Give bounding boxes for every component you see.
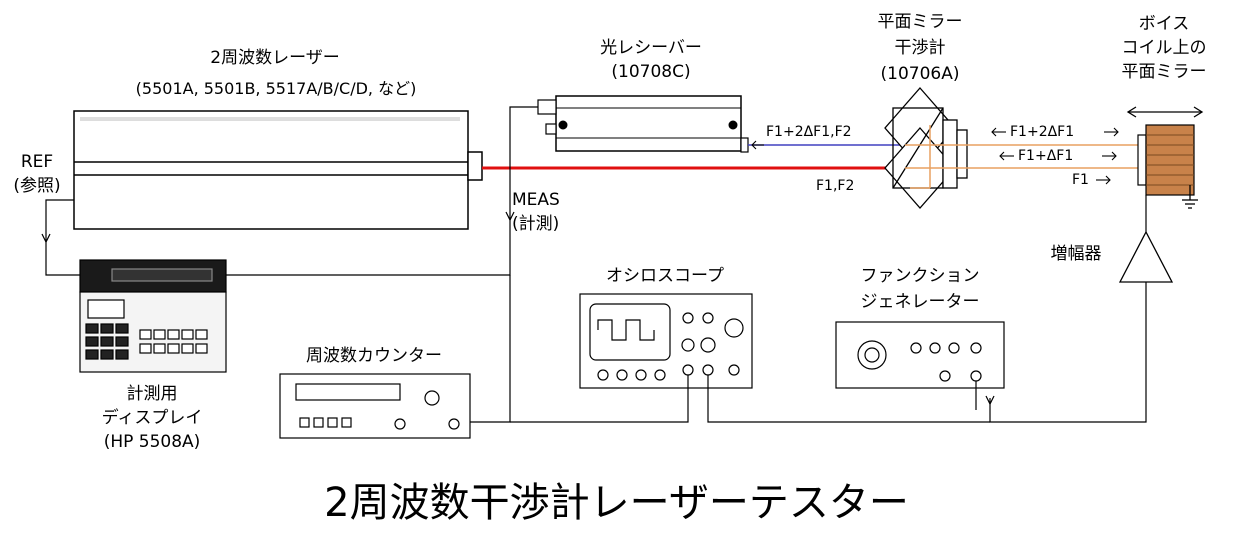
funcgen-label-1: ファンクション bbox=[860, 266, 980, 286]
receiver-label-1: 光レシーバー bbox=[600, 38, 702, 58]
meas-arrow-icon bbox=[505, 211, 515, 222]
ground-icon bbox=[1182, 185, 1198, 209]
optical-receiver bbox=[537, 95, 749, 153]
beam-label-f1: F1 bbox=[1072, 172, 1089, 188]
ref-cable bbox=[45, 199, 80, 276]
scope-cable-2 bbox=[707, 375, 990, 423]
ref-label-1: REF bbox=[20, 152, 54, 172]
receiver-label-2: (10708C) bbox=[611, 62, 691, 82]
laser-head bbox=[73, 110, 483, 230]
amplifier-label: 増幅器 bbox=[1050, 244, 1102, 264]
scope-cable-1 bbox=[510, 375, 689, 423]
meas-cable bbox=[226, 106, 538, 276]
display-label-3: (HP 5508A) bbox=[103, 432, 201, 452]
interferometer-label-3: (10706A) bbox=[880, 64, 960, 84]
voice-coil-mirror bbox=[1137, 124, 1195, 196]
ref-arrow-icon bbox=[41, 233, 51, 244]
interferometer bbox=[884, 87, 968, 209]
measurement-display bbox=[79, 259, 227, 373]
funcgen-label-2: ジェネレーター bbox=[860, 292, 980, 312]
laser-label-1: 2周波数レーザー bbox=[210, 48, 340, 68]
voicecoil-label-1: ボイス bbox=[1138, 14, 1190, 34]
counter-label: 周波数カウンター bbox=[306, 346, 442, 366]
interferometer-label-1: 平面ミラー bbox=[877, 12, 963, 32]
meas-label-2: (計測) bbox=[512, 214, 560, 234]
page-title: 2周波数干渉計レーザーテスター bbox=[324, 480, 909, 526]
mirror-beams bbox=[905, 125, 1140, 189]
beam-label-f1f2: F1,F2 bbox=[816, 178, 855, 194]
beam-label-f1-2df1: F1+2ΔF1 bbox=[1010, 124, 1075, 140]
oscilloscope-label: オシロスコープ bbox=[606, 266, 724, 286]
display-label-2: ディスプレイ bbox=[101, 408, 203, 428]
amp-wire bbox=[989, 282, 1147, 423]
beam-arrows bbox=[751, 127, 1119, 185]
voicecoil-label-3: 平面ミラー bbox=[1121, 62, 1207, 82]
oscilloscope bbox=[579, 293, 753, 389]
amplifier bbox=[1118, 230, 1174, 283]
voicecoil-label-2: コイル上の bbox=[1121, 38, 1207, 58]
meas-label-1: MEAS bbox=[512, 190, 560, 210]
beam-label-f1-df1: F1+ΔF1 bbox=[1018, 148, 1074, 164]
function-generator bbox=[835, 321, 1005, 389]
display-label-1: 計測用 bbox=[126, 384, 178, 404]
beam-label-return: F1+2ΔF1,F2 bbox=[766, 124, 852, 140]
gen-arrow-icon bbox=[985, 395, 995, 406]
ref-label-2: (参照) bbox=[13, 176, 61, 196]
frequency-counter bbox=[279, 373, 471, 439]
motion-arrow-icon bbox=[1126, 106, 1204, 118]
laser-label-2: (5501A, 5501B, 5517A/B/C/D, など) bbox=[135, 79, 417, 98]
interferometer-label-2: 干渉計 bbox=[894, 38, 946, 58]
